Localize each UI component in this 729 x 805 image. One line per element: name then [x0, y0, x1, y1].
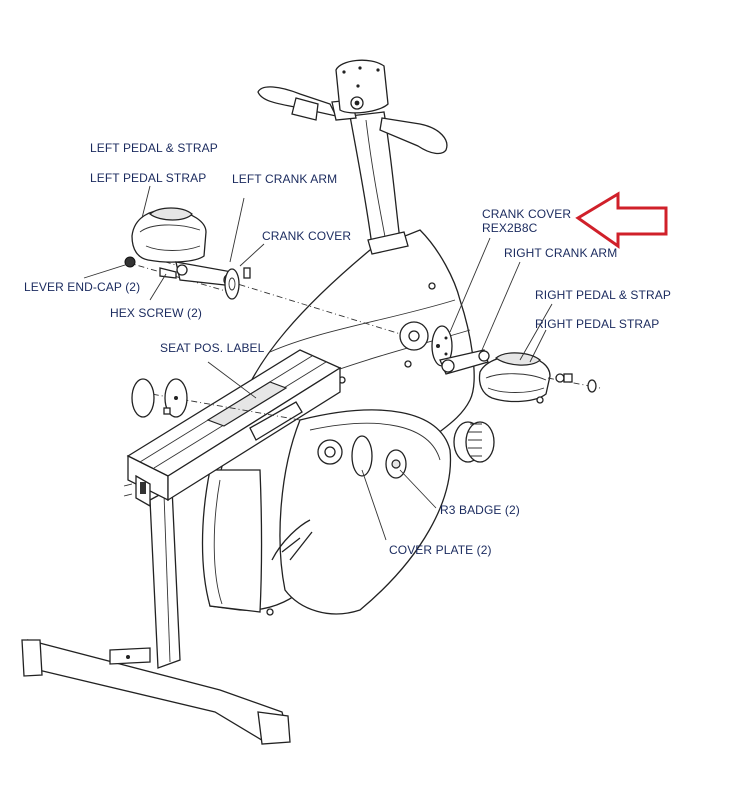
console-plate: [335, 59, 389, 114]
left-side-discs: [131, 378, 188, 418]
resistance-knob: [453, 421, 495, 463]
label-r3-badge: R3 BADGE (2): [440, 503, 520, 517]
label-hex-screw: HEX SCREW (2): [110, 306, 202, 320]
handlebar-stem: [349, 111, 409, 255]
left-crank-cover: [224, 267, 251, 300]
cover-plate-and-badge: [317, 435, 407, 479]
label-crank-cover-right: CRANK COVER: [482, 207, 572, 221]
left-pedal: [124, 207, 207, 268]
frame-upright: [149, 486, 181, 669]
label-seat-pos: SEAT POS. LABEL: [160, 341, 265, 355]
seat-rail: [123, 349, 342, 508]
label-lever-end-cap: LEVER END-CAP (2): [24, 280, 141, 294]
label-right-crank-arm: RIGHT CRANK ARM: [504, 246, 618, 260]
label-cover-plate: COVER PLATE (2): [389, 543, 492, 557]
floor-base: [21, 639, 291, 745]
right-crank-arm: [439, 349, 490, 375]
label-right-pedal-strap: RIGHT PEDAL STRAP: [535, 317, 660, 331]
label-right-pedal-strap-set: RIGHT PEDAL & STRAP: [535, 288, 671, 302]
right-small-parts: [547, 373, 601, 393]
label-left-pedal-strap-set: LEFT PEDAL & STRAP: [90, 141, 218, 155]
right-pedal: [478, 352, 551, 404]
label-crank-cover-left: CRANK COVER: [262, 229, 352, 243]
highlight-arrow-icon: [575, 191, 668, 249]
right-crank-hub: [399, 321, 453, 367]
label-left-crank-arm: LEFT CRANK ARM: [232, 172, 338, 186]
label-left-pedal-strap: LEFT PEDAL STRAP: [90, 171, 207, 185]
label-crank-cover-part-number: REX2B8C: [482, 221, 538, 235]
leader-lines: [83, 185, 553, 541]
